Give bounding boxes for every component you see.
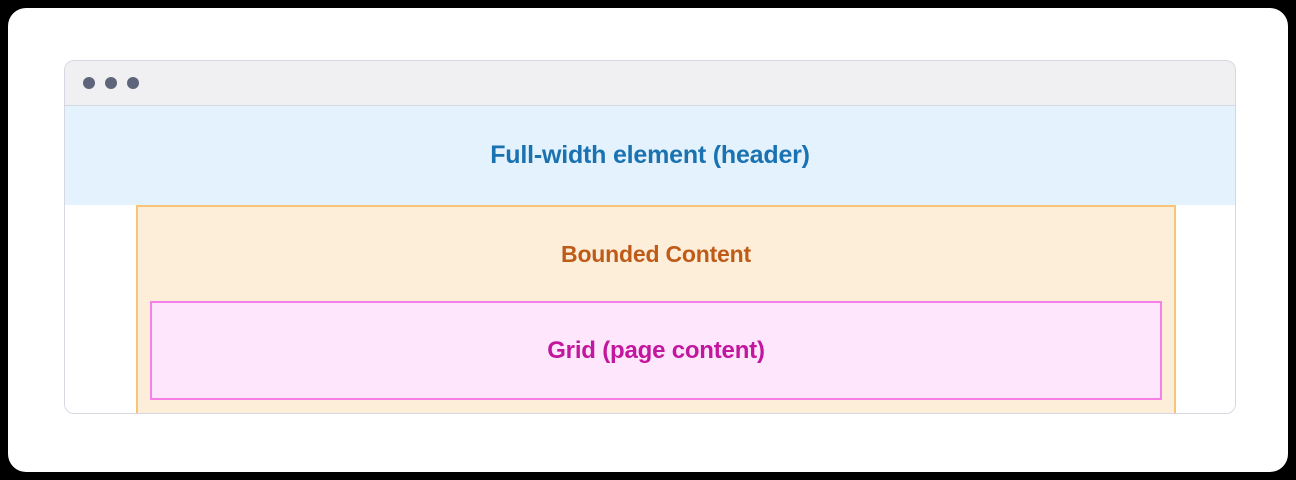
browser-window-mock: Full-width element (header) Bounded Cont…	[64, 60, 1236, 414]
grid-page-content-region: Grid (page content)	[150, 301, 1162, 400]
full-width-header-label: Full-width element (header)	[490, 141, 810, 169]
full-width-header-region: Full-width element (header)	[65, 106, 1235, 205]
close-icon[interactable]	[83, 77, 95, 89]
outer-card: Full-width element (header) Bounded Cont…	[8, 8, 1288, 472]
traffic-light-group	[83, 77, 139, 89]
minimize-icon[interactable]	[105, 77, 117, 89]
browser-viewport: Full-width element (header) Bounded Cont…	[65, 106, 1235, 413]
grid-page-content-label: Grid (page content)	[547, 336, 765, 364]
browser-title-bar	[65, 61, 1235, 106]
maximize-icon[interactable]	[127, 77, 139, 89]
bounded-content-label: Bounded Content	[561, 240, 751, 267]
bounded-content-region: Bounded Content Grid (page content)	[136, 205, 1176, 413]
